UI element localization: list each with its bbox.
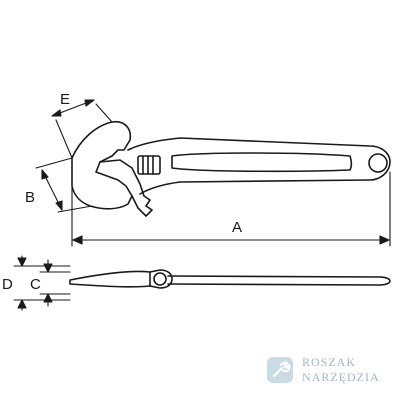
dim-c-arrow-top [43,263,53,273]
handle-slot [171,152,353,173]
worm-gear [137,155,161,175]
dim-e-arrow-left [51,109,62,117]
wrench-handle-outline [127,137,391,195]
dim-b-arrow-bottom [55,200,63,211]
dim-d-arrow-bottom [17,299,27,309]
side-pivot [153,272,167,286]
label-b: B [25,189,35,206]
watermark-line-2: NARZĘDZIA [302,370,380,384]
dimension-a [71,171,391,247]
side-handle-outline [167,275,391,286]
dimension-d [13,255,71,311]
dimension-e [51,99,113,159]
dim-b-arrow-top [41,169,49,180]
wrench-top-view [71,120,391,217]
wrench-side-view [69,269,391,289]
wrench-head-outline [71,120,133,210]
dim-e-arrow-right [84,99,95,107]
label-a: A [232,219,242,236]
watermark: ROSZAK NARZĘDZIA [266,354,396,390]
label-c: C [30,276,41,293]
wrench-icon [267,357,293,383]
dim-a-arrow-left [72,235,83,245]
dimension-b [35,157,93,213]
dimension-c [39,259,71,307]
dim-a-arrow-right [379,235,390,245]
dim-c-arrow-bottom [43,293,53,303]
watermark-line-1: ROSZAK [302,355,357,369]
label-d: D [2,276,13,293]
movable-jaw-outline [99,159,153,217]
hanging-hole [368,153,388,173]
watermark-text: ROSZAK NARZĘDZIA [302,355,380,385]
label-e: E [60,91,70,108]
side-profile-outline [69,269,173,289]
dim-d-arrow-top [17,257,27,267]
